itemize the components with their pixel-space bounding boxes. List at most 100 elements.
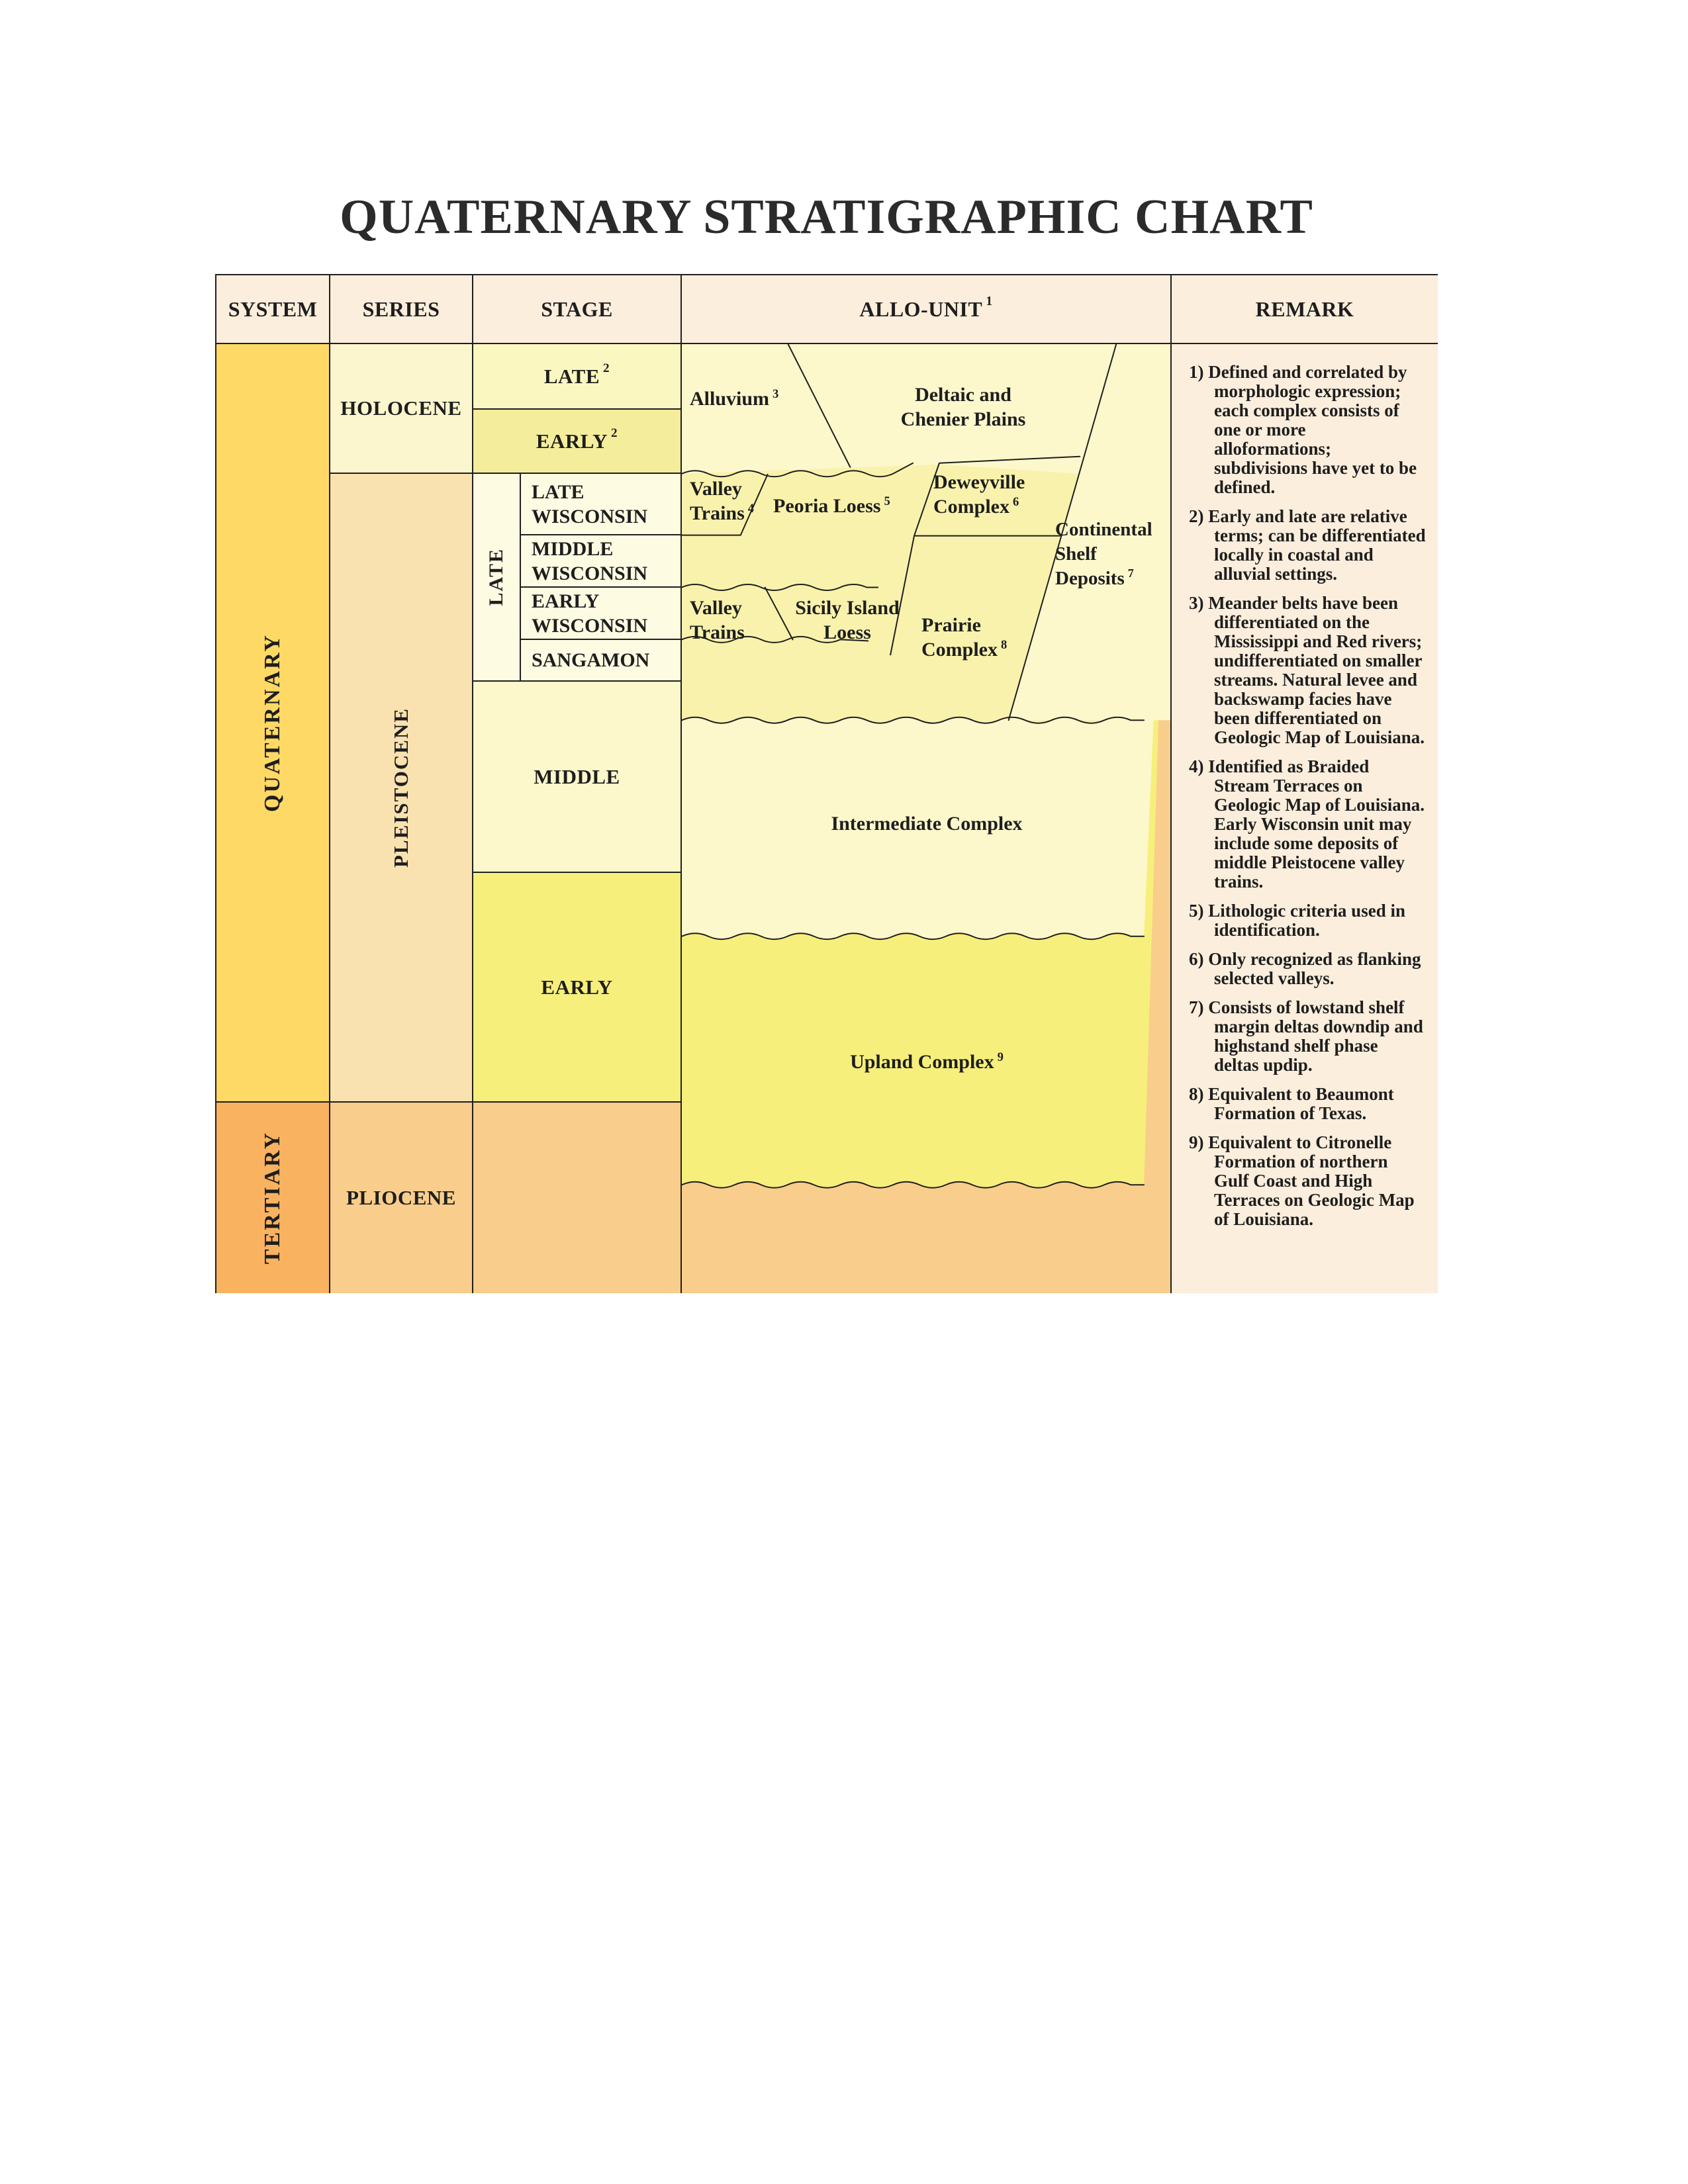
label-intermediate-complex: Intermediate Complex <box>831 813 1023 835</box>
remark-2-num: 2) <box>1189 506 1204 526</box>
remark-8-num: 8) <box>1189 1084 1204 1104</box>
sicily-island-line1: Sicily Island <box>795 597 900 619</box>
remark-7-text: Consists of lowstand shelf margin deltas… <box>1208 997 1423 1075</box>
remark-6-text: Only recognized as flanking selected val… <box>1208 949 1421 988</box>
remark-1-num: 1) <box>1189 362 1204 382</box>
label-sicily-island: Sicily Island Loess <box>781 596 914 645</box>
remark-item-9: 9) Equivalent to Citronelle Formation of… <box>1189 1133 1426 1229</box>
alluvium-sup: 3 <box>773 387 779 401</box>
header-stage: STAGE <box>472 274 680 343</box>
remark-item-1: 1) Defined and correlated by morphologic… <box>1189 363 1426 497</box>
remark-8-text: Equivalent to Beaumont Formation of Texa… <box>1208 1084 1394 1123</box>
remark-4-num: 4) <box>1189 756 1204 776</box>
label-valley-trains-lower: Valley Trains <box>690 596 745 645</box>
upland-bottom-wavy-line <box>682 1181 1145 1189</box>
stage-early-wisconsin-line2: WISCONSIN <box>532 614 648 637</box>
deweyville-outline <box>914 455 1081 537</box>
cell-stage-early-wisconsin: EARLY WISCONSIN <box>520 586 680 639</box>
peoria-loess-text: Peoria Loess <box>773 495 881 517</box>
cell-system-tertiary: TERTIARY <box>215 1101 329 1293</box>
remark-9-num: 9) <box>1189 1132 1204 1152</box>
remark-4-text: Identified as Braided Stream Terraces on… <box>1208 756 1425 891</box>
valley-trains-lower-line1: Valley <box>690 597 742 619</box>
stage-early-holocene-label: EARLY <box>536 429 608 453</box>
alluvium-deltaic-boundary <box>787 344 851 468</box>
stage-sangamon-label: SANGAMON <box>532 649 650 671</box>
label-deweyville: Deweyville Complex 6 <box>933 470 1025 522</box>
stage-middle-wisconsin-line1: MIDDLE <box>532 537 614 560</box>
header-allo-unit-sup: 1 <box>986 293 993 308</box>
middle-early-wisconsin-wavy-line <box>682 583 879 591</box>
deltaic-line1: Deltaic and <box>915 384 1011 406</box>
prairie-left-slant <box>890 535 915 656</box>
cell-stage-middle: MIDDLE <box>472 680 680 872</box>
stage-late-wisconsin-line1: LATE <box>532 480 585 503</box>
cell-stage-pliocene-empty <box>472 1101 680 1293</box>
continental-shelf-line3: Deposits <box>1055 568 1125 589</box>
peoria-loess-sup: 5 <box>884 494 890 508</box>
prairie-sup: 8 <box>1001 637 1008 652</box>
deweyville-sup: 6 <box>1013 494 1019 509</box>
cell-series-pliocene: PLIOCENE <box>329 1101 472 1293</box>
remark-item-4: 4) Identified as Braided Stream Terraces… <box>1189 757 1426 891</box>
stage-early-holocene-sup: 2 <box>611 426 618 440</box>
valley-trains-lower-line2: Trains <box>690 621 745 643</box>
valley-trains-lower-slant <box>764 586 794 641</box>
stage-late-group-label: LATE <box>485 548 507 606</box>
system-quaternary-label: QUATERNARY <box>260 633 285 812</box>
remark-5-num: 5) <box>1189 901 1204 921</box>
remark-9-text: Equivalent to Citronelle Formation of no… <box>1208 1132 1415 1229</box>
remark-7-num: 7) <box>1189 997 1204 1017</box>
deltaic-line2: Chenier Plains <box>900 408 1026 430</box>
header-series: SERIES <box>329 274 472 343</box>
stage-middle-wisconsin-line2: WISCONSIN <box>532 562 648 584</box>
label-deltaic-chenier: Deltaic and Chenier Plains <box>854 383 1072 432</box>
remark-6-num: 6) <box>1189 949 1204 969</box>
deweyville-line2: Complex <box>933 496 1009 518</box>
allo-region-shelf <box>1008 344 1170 721</box>
cell-stage-late-wisconsin: LATE WISCONSIN <box>520 473 680 534</box>
valley-trains-upper-line2: Trains <box>690 502 745 524</box>
stage-late-holocene-sup: 2 <box>603 361 610 375</box>
cell-series-pleistocene: PLEISTOCENE <box>329 473 472 1101</box>
prairie-line1: Prairie <box>921 614 981 636</box>
valley-trains-upper-outline <box>682 473 769 536</box>
sicily-island-line2: Loess <box>823 621 871 643</box>
remark-item-7: 7) Consists of lowstand shelf margin del… <box>1189 998 1426 1075</box>
remark-item-2: 2) Early and late are relative terms; ca… <box>1189 507 1426 584</box>
remark-panel: 1) Defined and correlated by morphologic… <box>1170 343 1438 1293</box>
continental-shelf-line1: Continental <box>1055 519 1152 540</box>
valley-trains-upper-line1: Valley <box>690 478 742 500</box>
prairie-line2: Complex <box>921 639 998 660</box>
intermediate-top-wavy-line <box>682 716 1145 724</box>
header-allo-unit-label: ALLO-UNIT <box>859 296 983 321</box>
stage-early-wisconsin-line1: EARLY <box>532 590 600 612</box>
sicily-island-bottom-wavy-line <box>682 635 869 643</box>
allo-unit-diagram <box>682 344 1170 1293</box>
header-system: SYSTEM <box>215 274 329 343</box>
remark-item-5: 5) Lithologic criteria used in identific… <box>1189 901 1426 940</box>
shelf-boundary-diagonal <box>1008 344 1117 721</box>
deweyville-line1: Deweyville <box>933 471 1025 493</box>
remark-1-text: Defined and correlated by morphologic ex… <box>1208 362 1417 497</box>
continental-shelf-sup: 7 <box>1127 567 1134 580</box>
holocene-pleistocene-wavy-line <box>682 462 914 478</box>
upland-sup: 9 <box>997 1050 1004 1064</box>
stage-late-wisconsin-line2: WISCONSIN <box>532 505 648 527</box>
remark-item-3: 3) Meander belts have been differentiate… <box>1189 594 1426 747</box>
cell-system-quaternary: QUATERNARY <box>215 343 329 1101</box>
cell-stage-middle-wisconsin: MIDDLE WISCONSIN <box>520 534 680 586</box>
system-tertiary-label: TERTIARY <box>260 1131 285 1265</box>
upland-top-wavy-line <box>682 933 1145 940</box>
remark-item-6: 6) Only recognized as flanking selected … <box>1189 950 1426 988</box>
